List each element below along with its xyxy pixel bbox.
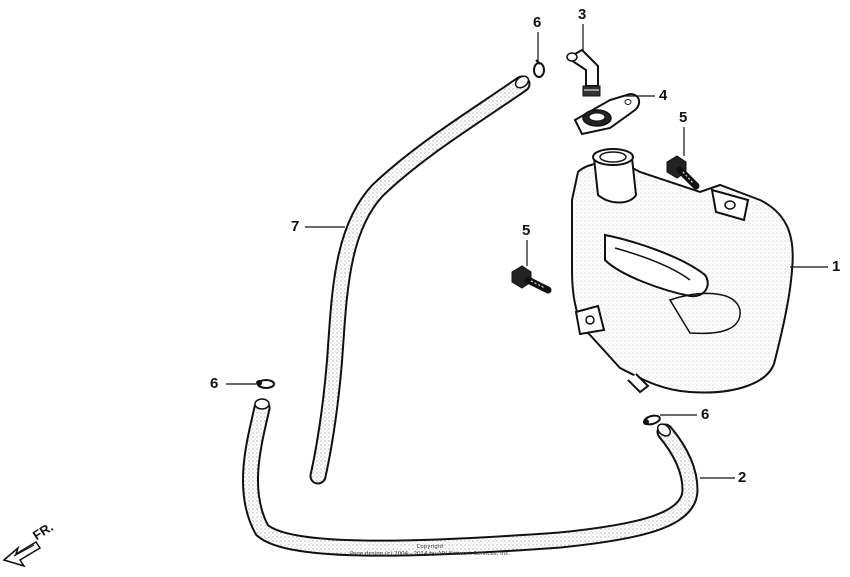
- callout-3: 3: [578, 6, 587, 23]
- callout-1: 1: [832, 258, 841, 275]
- callout-6-right: 6: [701, 406, 710, 423]
- callout-4: 4: [659, 87, 668, 104]
- front-direction-arrow: [2, 540, 42, 568]
- reservoir-tank: [571, 148, 794, 394]
- upper-hose: [309, 75, 531, 485]
- copyright-notice: Copyright Page design (c) 2004 - 2014 by…: [330, 544, 530, 558]
- elbow-fitting: [566, 48, 601, 97]
- lower-hose: [242, 398, 699, 557]
- callout-5-upper: 5: [679, 109, 688, 126]
- clip-top: [533, 59, 545, 78]
- callout-6-left: 6: [210, 375, 219, 392]
- bolt-lower: [511, 265, 552, 294]
- clip-right: [643, 414, 661, 426]
- callout-7: 7: [291, 218, 300, 235]
- leader-lines: [226, 24, 828, 479]
- copyright-line-1: Copyright: [416, 544, 444, 550]
- callout-2: 2: [738, 469, 747, 486]
- copyright-line-2: Page design (c) 2004 - 2014 by ARI Netwo…: [349, 551, 511, 558]
- cap-bracket: [573, 92, 641, 136]
- bolt-upper: [666, 155, 700, 190]
- callout-6-top: 6: [533, 14, 542, 31]
- clip-left: [256, 379, 275, 389]
- callout-5-lower: 5: [522, 222, 531, 239]
